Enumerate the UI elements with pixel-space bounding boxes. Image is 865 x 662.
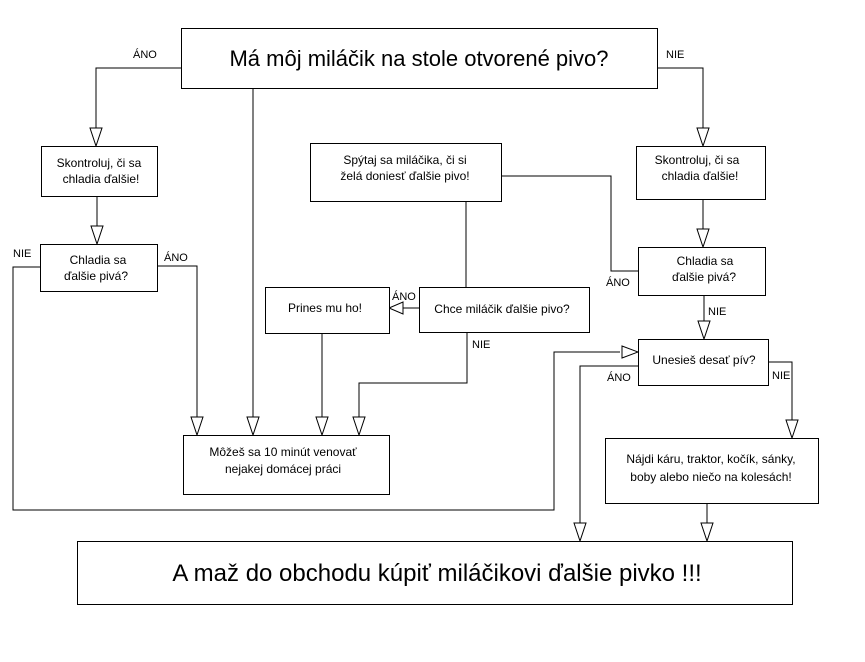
arrowheads: [89, 127, 799, 543]
label-yes: ÁNO: [392, 290, 416, 303]
label-yes: ÁNO: [133, 48, 157, 61]
arrow-left-icon: [387, 301, 404, 315]
connector-carry-no: [768, 361, 793, 420]
node-text: ďalšie pivá?: [672, 270, 736, 284]
arrow-down-icon: [697, 320, 711, 341]
node-text: Unesieš desať pív?: [652, 353, 756, 367]
node-end: A maž do obchodu kúpiť miláčikovi ďalšie…: [77, 541, 793, 605]
arrow-right-icon: [621, 345, 640, 359]
label-no: NIE: [772, 370, 790, 382]
node-text: Nájdi káru, traktor, kočík, sánky,: [626, 452, 795, 466]
node-cooling-right: Chladia sa ďalšie pivá?: [638, 247, 766, 296]
node-bring: Prines mu ho!: [265, 287, 390, 334]
node-text: Skontroluj, či sa: [655, 153, 740, 167]
node-carry: Unesieš desať pív?: [638, 339, 769, 386]
connector-cooling-left-yes: [157, 265, 198, 417]
node-check-right: Skontroluj, či sa chladia ďalšie!: [636, 146, 766, 200]
arrow-down-icon: [315, 416, 329, 437]
arrow-down-icon: [89, 127, 103, 148]
node-text: Skontroluj, či sa: [57, 156, 142, 170]
arrow-down-icon: [573, 522, 587, 543]
connector-wants-no: [358, 332, 468, 417]
connector-start-yes: [95, 67, 181, 128]
node-text: Chce miláčik ďalšie pivo?: [434, 302, 570, 316]
node-ask: Spýtaj sa miláčika, či si želá doniesť ď…: [310, 143, 502, 202]
node-text: chladia ďalšie!: [63, 172, 140, 186]
node-text: Prines mu ho!: [288, 301, 362, 315]
node-text: nejakej domácej práci: [225, 462, 341, 476]
arrow-down-icon: [352, 416, 366, 437]
label-no: NIE: [708, 306, 726, 318]
connector-cooling-left-no: [12, 266, 620, 511]
node-find: Nájdi káru, traktor, kočík, sánky, boby …: [605, 438, 819, 504]
branch-labels: ÁNO NIE NIE ÁNO ÁNO NIE ÁNO NIE ÁNO NIE: [13, 48, 790, 384]
node-text: Spýtaj sa miláčika, či si: [343, 153, 466, 167]
node-end-text: A maž do obchodu kúpiť miláčikovi ďalšie…: [172, 560, 701, 587]
connector-start-no: [657, 67, 704, 128]
node-text: želá doniesť ďalšie pivo!: [340, 169, 469, 183]
connector-ask-right: [501, 175, 638, 272]
arrow-down-icon: [90, 225, 104, 246]
node-text: ďalšie pivá?: [64, 269, 128, 283]
label-no: NIE: [666, 49, 684, 61]
node-text: chladia ďalšie!: [662, 169, 739, 183]
arrow-down-icon: [190, 416, 204, 437]
node-cooling-left: Chladia sa ďalšie pivá?: [40, 244, 158, 292]
node-start-text: Má môj miláčik na stole otvorené pivo?: [229, 46, 608, 71]
arrow-down-icon: [700, 522, 714, 543]
label-no: NIE: [472, 339, 490, 351]
arrow-down-icon: [696, 127, 710, 148]
connectors: [12, 67, 793, 523]
connector-carry-yes: [579, 365, 638, 523]
node-text: Môžeš sa 10 minút venovať: [209, 445, 357, 459]
label-yes: ÁNO: [607, 371, 631, 384]
node-text: boby alebo niečo na kolesách!: [630, 470, 791, 484]
label-no: NIE: [13, 248, 31, 260]
label-yes: ÁNO: [606, 276, 630, 289]
node-text: Chladia sa: [677, 254, 734, 268]
node-wants: Chce miláčik ďalšie pivo?: [419, 287, 590, 333]
label-yes: ÁNO: [164, 251, 188, 264]
arrow-down-icon: [246, 416, 260, 437]
node-chores: Môžeš sa 10 minút venovať nejakej domáce…: [183, 435, 390, 495]
node-check-left: Skontroluj, či sa chladia ďalšie!: [41, 146, 158, 197]
arrow-down-icon: [785, 419, 799, 440]
node-start: Má môj miláčik na stole otvorené pivo?: [181, 28, 658, 89]
node-text: Chladia sa: [70, 253, 127, 267]
arrow-down-icon: [696, 228, 710, 249]
